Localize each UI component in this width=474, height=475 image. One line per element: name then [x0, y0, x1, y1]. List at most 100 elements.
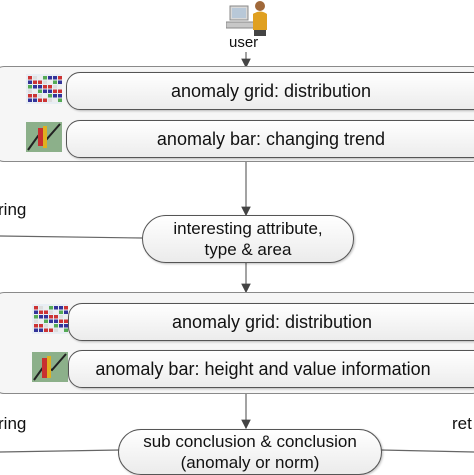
grid-cell: [28, 76, 32, 80]
grid-cell: [58, 89, 62, 93]
grid-cell: [54, 328, 58, 332]
grid-cell: [39, 306, 43, 310]
grid-cell: [54, 310, 58, 314]
grid-cell: [39, 319, 43, 323]
grid-cell: [49, 306, 53, 310]
grid-cell: [64, 310, 68, 314]
grid-cell: [64, 328, 68, 332]
grid-cell: [43, 89, 47, 93]
grid-cell: [58, 94, 62, 98]
conclusion-line1: sub conclusion & conclusion: [143, 432, 357, 451]
grid-cell: [34, 324, 38, 328]
grid-cell: [54, 319, 58, 323]
grid-cell: [58, 98, 62, 102]
grid-cell: [43, 85, 47, 89]
interesting-attribute-line1: interesting attribute,: [173, 219, 323, 238]
anomaly-grid-thumbnail: [26, 74, 62, 104]
panel-bottom-bar-label: anomaly bar: height and value informatio…: [95, 358, 431, 379]
grid-cell: [59, 324, 63, 328]
grid-cell: [43, 76, 47, 80]
grid-cell: [34, 319, 38, 323]
grid-cell: [49, 310, 53, 314]
panel-top-item-bar[interactable]: anomaly bar: changing trend: [66, 120, 474, 158]
grid-cell: [28, 80, 32, 84]
grid-cell: [38, 89, 42, 93]
grid-cell: [59, 315, 63, 319]
grid-cell: [44, 315, 48, 319]
grid-cell: [33, 85, 37, 89]
left-edge-bottom: [0, 449, 121, 453]
grid-cell: [49, 319, 53, 323]
right-edge-bottom: [379, 449, 474, 453]
panel-bottom-item-bar[interactable]: anomaly bar: height and value informatio…: [68, 350, 474, 388]
interesting-attribute-line2: type & area: [204, 240, 292, 259]
grid-cell: [44, 310, 48, 314]
grid-cell: [53, 89, 57, 93]
panel-bottom-grid-label: anomaly grid: distribution: [171, 311, 373, 332]
grid-cell: [54, 315, 58, 319]
grid-cell: [38, 76, 42, 80]
grid-cell: [44, 324, 48, 328]
grid-cell: [38, 98, 42, 102]
grid-cell: [49, 328, 53, 332]
interesting-attribute-node[interactable]: interesting attribute, type & area: [142, 215, 354, 263]
left-edge-top: [0, 235, 143, 239]
grid-cell: [58, 85, 62, 89]
grid-cell: [49, 315, 53, 319]
user-label: user: [229, 34, 259, 51]
grid-cell: [49, 324, 53, 328]
grid-cell: [48, 85, 52, 89]
grid-cell: [53, 85, 57, 89]
grid-cell: [44, 319, 48, 323]
grid-cell: [58, 76, 62, 80]
grid-cell: [33, 80, 37, 84]
grid-cell: [33, 94, 37, 98]
grid-cell: [58, 80, 62, 84]
grid-cell: [54, 306, 58, 310]
grid-cell: [59, 306, 63, 310]
panel-top-item-grid[interactable]: anomaly grid: distribution: [66, 72, 474, 110]
grid-cell: [53, 94, 57, 98]
grid-cell: [39, 315, 43, 319]
grid-cell: [38, 94, 42, 98]
grid-cell: [48, 89, 52, 93]
grid-cell: [34, 306, 38, 310]
panel-top-bar-label: anomaly bar: changing trend: [156, 128, 386, 149]
grid-cell: [53, 76, 57, 80]
grid-cell: [64, 315, 68, 319]
user-icon: [226, 1, 267, 36]
grid-cell: [43, 98, 47, 102]
grid-cell: [33, 76, 37, 80]
grid-cell: [38, 80, 42, 84]
grid-cell: [33, 89, 37, 93]
grid-cell: [28, 89, 32, 93]
right-edge-label-bottom: ret: [452, 414, 472, 433]
grid-cell: [28, 98, 32, 102]
grid-cell: [53, 80, 57, 84]
grid-cell: [34, 315, 38, 319]
grid-cell: [43, 80, 47, 84]
grid-cell: [39, 328, 43, 332]
grid-cell: [48, 80, 52, 84]
grid-cell: [59, 319, 63, 323]
conclusion-line2: (anomaly or norm): [180, 453, 320, 472]
grid-cell: [64, 324, 68, 328]
grid-cell: [39, 324, 43, 328]
grid-cell: [44, 306, 48, 310]
conclusion-node[interactable]: sub conclusion & conclusion (anomaly or …: [118, 429, 382, 475]
grid-cell: [48, 98, 52, 102]
grid-cell: [48, 76, 52, 80]
grid-cell: [34, 328, 38, 332]
grid-cell: [38, 85, 42, 89]
grid-cell: [33, 98, 37, 102]
grid-cell: [59, 328, 63, 332]
panel-bottom-item-grid[interactable]: anomaly grid: distribution: [68, 303, 474, 341]
anomaly-grid-thumbnail-2: [32, 304, 68, 334]
grid-cell: [44, 328, 48, 332]
grid-cell: [43, 94, 47, 98]
panel-top-grid-label: anomaly grid: distribution: [170, 80, 372, 101]
anomaly-bar-thumbnail-2: [32, 352, 68, 382]
left-edge-label-top: ring: [0, 200, 27, 219]
grid-cell: [48, 94, 52, 98]
